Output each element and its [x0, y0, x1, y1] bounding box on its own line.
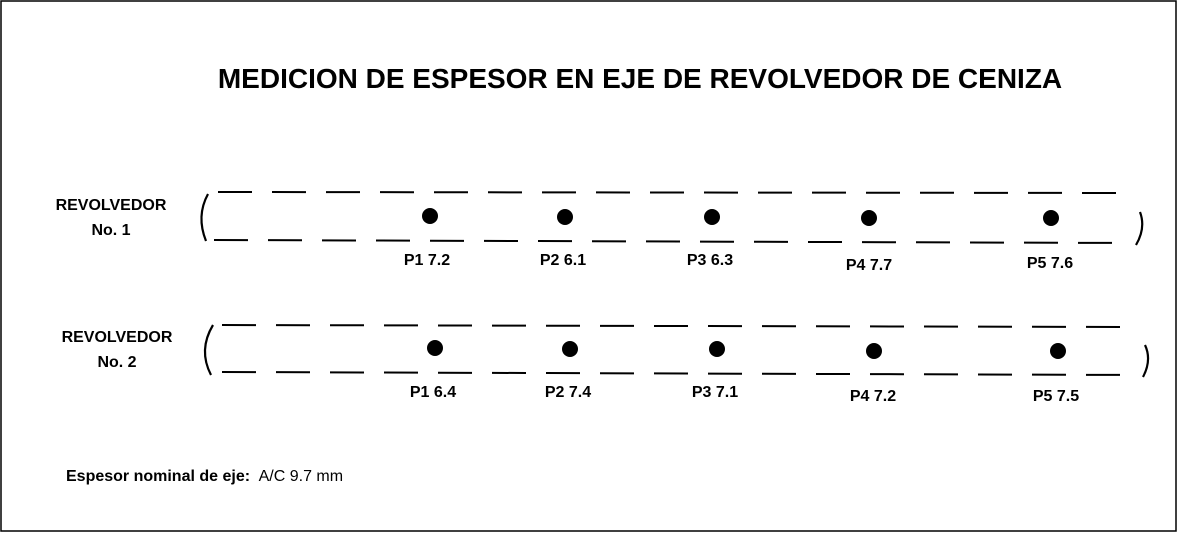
shaft-2-point-5-dot: [1050, 343, 1066, 359]
nominal-thickness-value: A/C 9.7 mm: [259, 468, 343, 485]
shaft-2-point-1-label: P1 6.4: [410, 384, 456, 401]
shaft-1-point-5-label: P5 7.6: [1027, 255, 1073, 272]
shaft-1-point-3-dot: [704, 209, 720, 225]
shaft-2-right-end: [1142, 344, 1150, 378]
shaft-1-point-1-dot: [422, 208, 438, 224]
shaft-1-point-2-label: P2 6.1: [540, 252, 586, 269]
shaft-1-label-line1: REVOLVEDOR: [56, 197, 167, 214]
shaft-1-top-edge: [217, 191, 1135, 194]
shaft-1-left-end: [200, 193, 209, 242]
shaft-2-point-3-dot: [709, 341, 725, 357]
shaft-2-point-2-label: P2 7.4: [545, 384, 591, 401]
shaft-2: REVOLVEDOR No. 2 P1 6.4 P2 7.4 P3 7.1 P4…: [62, 324, 1150, 405]
shaft-1-point-2-dot: [557, 209, 573, 225]
shaft-2-label-line2: No. 2: [97, 354, 136, 371]
nominal-thickness-label: Espesor nominal de eje:: [66, 468, 250, 485]
shaft-2-bottom-edge: [221, 371, 1141, 376]
shaft-2-point-4-label: P4 7.2: [850, 388, 896, 405]
shaft-2-label-line1: REVOLVEDOR: [62, 329, 173, 346]
shaft-1-right-end: [1135, 211, 1144, 246]
shaft-2-top-edge: [221, 324, 1141, 328]
shaft-2-point-2-dot: [562, 341, 578, 357]
shaft-2-point-1-dot: [427, 340, 443, 356]
shaft-1-point-4-dot: [861, 210, 877, 226]
shaft-1-label-line2: No. 1: [91, 222, 130, 239]
nominal-thickness-line: Espesor nominal de eje: A/C 9.7 mm: [66, 468, 343, 485]
shaft-1-bottom-edge: [213, 239, 1133, 244]
shaft-1: REVOLVEDOR No. 1 P1 7.2 P2 6.1 P3 6.3 P4…: [56, 191, 1144, 274]
shaft-1-point-3-label: P3 6.3: [687, 252, 733, 269]
shaft-1-point-5-dot: [1043, 210, 1059, 226]
shaft-2-point-3-label: P3 7.1: [692, 384, 738, 401]
shaft-1-point-1-label: P1 7.2: [404, 252, 450, 269]
diagram-title: MEDICION DE ESPESOR EN EJE DE REVOLVEDOR…: [218, 63, 1062, 94]
shaft-2-point-4-dot: [866, 343, 882, 359]
shaft-2-point-5-label: P5 7.5: [1033, 388, 1079, 405]
shaft-2-left-end: [203, 324, 214, 376]
shaft-1-point-4-label: P4 7.7: [846, 257, 892, 274]
